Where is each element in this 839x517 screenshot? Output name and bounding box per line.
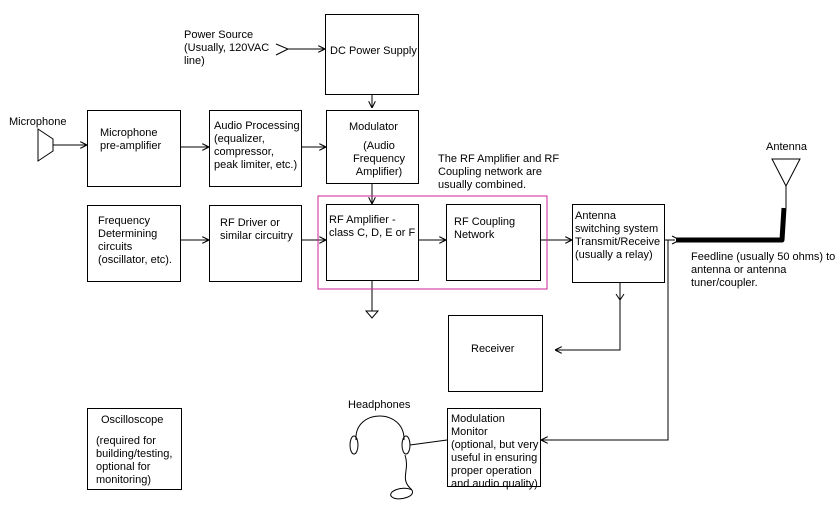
feedline xyxy=(676,207,787,243)
switch-to-receiver-line xyxy=(555,283,621,350)
dc-power-supply-label: DC Power Supply xyxy=(330,45,417,57)
combined-highlight xyxy=(317,195,548,290)
cord-to-monitor-line xyxy=(409,439,448,446)
combined-note: The RF Amplifier and RF Coupling network… xyxy=(438,153,560,191)
mic-preamp-block: Microphone pre-amplifier xyxy=(87,110,181,187)
microphone-symbol xyxy=(37,128,54,162)
antenna-label: Antenna xyxy=(766,141,807,153)
rf-amplifier-block: RF Amplifier - class C, D, E or F xyxy=(326,204,419,281)
switch-down-arrow xyxy=(615,293,625,301)
feedline-note: Feedline (usually 50 ohms) to antenna or… xyxy=(691,251,836,289)
oscilloscope-title: Oscilloscope xyxy=(101,414,164,426)
rf-coupling-block: RF Coupling Network xyxy=(446,204,541,281)
receiver-label: Receiver xyxy=(471,343,515,355)
receiver-block: Receiver xyxy=(448,315,543,392)
antenna-switch-block: Antenna switching system Transmit/Receiv… xyxy=(572,204,665,283)
modulation-monitor-block: Modulation Monitor (optional, but very u… xyxy=(447,408,541,490)
oscilloscope-subtitle: (required for building/testing, optional… xyxy=(96,435,173,486)
rf-driver-block: RF Driver or similar circuitry xyxy=(209,205,302,282)
dc-power-supply-block: DC Power Supply xyxy=(325,14,419,95)
switch-to-monitor-line xyxy=(541,240,669,440)
headphones-label: Headphones xyxy=(348,399,411,411)
power-source-label: Power Source (Usually, 120VAC line) xyxy=(184,29,270,67)
modulation-monitor-label: Modulation Monitor (optional, but very u… xyxy=(451,413,539,490)
headphones-cord xyxy=(390,454,413,500)
ground-symbol xyxy=(364,310,380,319)
headphones-symbol xyxy=(355,415,405,441)
mic-preamp-label: Microphone pre-amplifier xyxy=(100,127,162,152)
frequency-determining-block: Frequency Determining circuits (oscillat… xyxy=(87,205,181,282)
audio-processing-label: Audio Processing (equalizer, compressor,… xyxy=(214,120,300,171)
rf-coupling-label: RF Coupling Network xyxy=(454,216,516,241)
audio-processing-block: Audio Processing (equalizer, compressor,… xyxy=(209,110,302,187)
antenna-switch-label: Antenna switching system Transmit/Receiv… xyxy=(575,210,661,261)
modulator-subtitle: (Audio Frequency Amplifier) xyxy=(353,140,405,178)
microphone-label: Microphone xyxy=(9,116,67,128)
oscilloscope-block: Oscilloscope (required for building/test… xyxy=(87,408,182,490)
rf-amplifier-label: RF Amplifier - class C, D, E or F xyxy=(329,214,416,239)
modulator-block: Modulator (Audio Frequency Amplifier) xyxy=(326,110,419,184)
rf-driver-label: RF Driver or similar circuitry xyxy=(220,217,293,242)
plug-symbol xyxy=(275,43,290,56)
frequency-determining-label: Frequency Determining circuits (oscillat… xyxy=(98,215,172,266)
modulator-title: Modulator xyxy=(349,121,398,133)
antenna-symbol xyxy=(771,158,801,188)
